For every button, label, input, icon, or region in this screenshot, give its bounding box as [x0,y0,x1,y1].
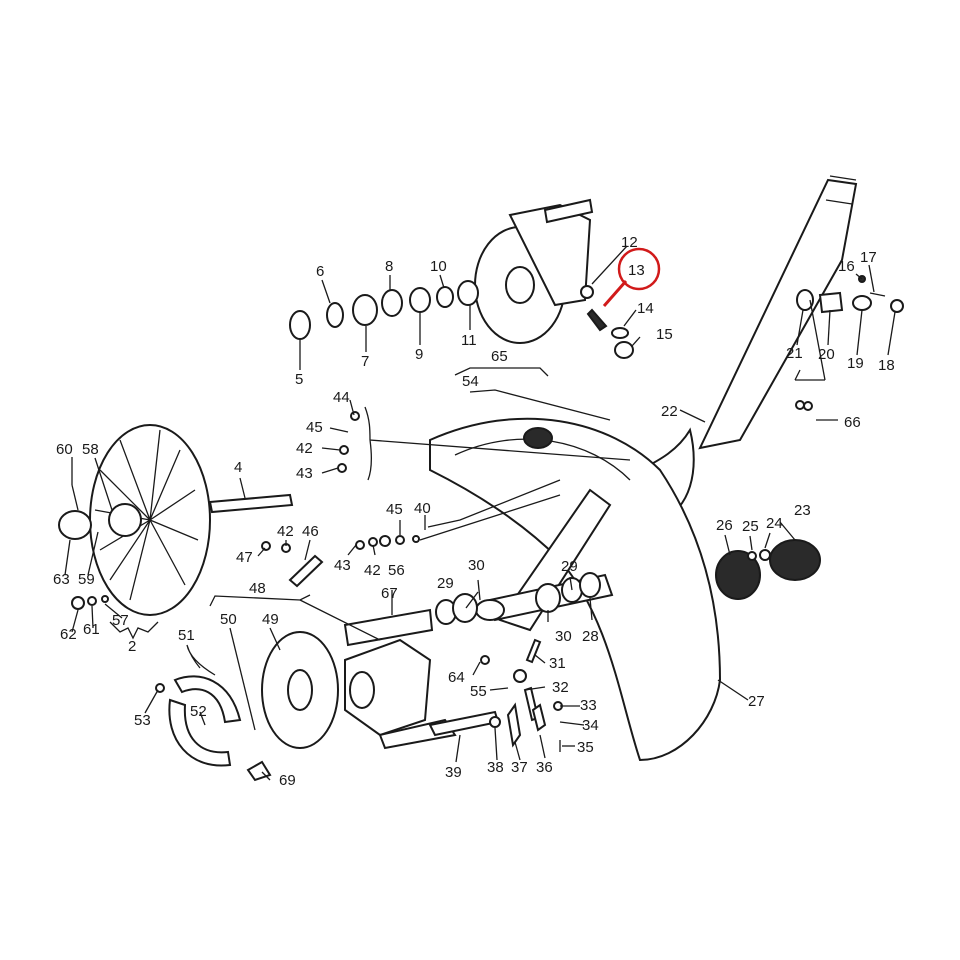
label-58: 58 [82,441,99,458]
label-42-c: 42 [364,562,381,579]
label-32: 32 [552,679,569,696]
label-48: 48 [249,580,266,597]
label-47: 47 [236,549,253,566]
label-2: 2 [128,638,136,655]
swing-arm-bearings [435,572,601,625]
label-22: 22 [661,403,678,420]
label-49: 49 [262,611,279,628]
label-54: 54 [462,373,479,390]
label-46: 46 [302,523,319,540]
label-33: 33 [580,697,597,714]
steering-lock-parts [796,275,904,314]
label-39: 39 [445,764,462,781]
label-5: 5 [295,371,303,388]
label-30-left: 30 [468,557,485,574]
label-28: 28 [582,628,599,645]
label-67: 67 [381,585,398,602]
label-15: 15 [656,326,673,343]
label-45-b: 45 [386,501,403,518]
label-44: 44 [333,389,350,406]
label-21: 21 [786,345,803,362]
bearing-flange-plate [474,198,594,344]
label-59: 59 [78,571,95,588]
label-13-highlighted: 13 [628,262,645,279]
label-62: 62 [60,626,77,643]
label-52: 52 [190,703,207,720]
damper-assembly [715,539,821,600]
label-23: 23 [794,502,811,519]
brake-linkage [489,638,563,752]
label-16: 16 [838,258,855,275]
label-38: 38 [487,759,504,776]
label-4: 4 [234,459,242,476]
label-8: 8 [385,258,393,275]
label-20: 20 [818,346,835,363]
label-31: 31 [549,655,566,672]
label-25: 25 [742,518,759,535]
brake-drum [58,424,211,616]
label-24: 24 [766,515,783,532]
label-55: 55 [470,683,487,700]
label-10: 10 [430,258,447,275]
brake-backing-plate [261,631,339,749]
label-40: 40 [414,500,431,517]
bearing-stack [289,280,479,340]
grease-nipple-parts [580,285,634,359]
label-34: 34 [582,717,599,734]
label-29-left: 29 [437,575,454,592]
label-57: 57 [112,612,129,629]
label-60: 60 [56,441,73,458]
label-63: 63 [53,571,70,588]
label-61: 61 [83,621,100,638]
highlight-circle [617,247,661,291]
label-30-right: 30 [555,628,572,645]
label-45-a: 45 [306,419,323,436]
drum-fasteners [71,484,109,610]
label-9: 9 [415,346,423,363]
label-26: 26 [716,517,733,534]
axle-shaft [208,493,294,514]
label-66: 66 [844,414,861,431]
label-29-right: 29 [561,558,578,575]
brake-shoes [168,675,242,767]
label-42-a: 42 [296,440,313,457]
label-50: 50 [220,611,237,628]
label-18: 18 [878,357,895,374]
label-36: 36 [536,759,553,776]
leader-lines [64,245,896,781]
label-7: 7 [361,353,369,370]
label-42-b: 42 [277,523,294,540]
parts-drawing [58,175,904,782]
label-56: 56 [388,562,405,579]
label-65: 65 [491,348,508,365]
label-14: 14 [637,300,654,317]
small-fasteners [155,400,813,782]
label-43-a: 43 [296,465,313,482]
label-35: 35 [577,739,594,756]
hub-casting [343,608,457,750]
label-11: 11 [461,332,477,349]
label-12: 12 [621,234,638,251]
label-53: 53 [134,712,151,729]
label-37: 37 [511,759,528,776]
label-43-b: 43 [334,557,351,574]
part-labels: 2 4 5 6 7 8 9 10 11 12 13 14 15 16 17 18… [53,234,895,789]
label-69: 69 [279,772,296,789]
label-51: 51 [178,627,195,644]
label-17: 17 [860,249,877,266]
label-27: 27 [748,693,765,710]
label-64: 64 [448,669,465,686]
label-19: 19 [847,355,864,372]
label-6: 6 [316,263,324,280]
brake-lever [428,710,500,737]
